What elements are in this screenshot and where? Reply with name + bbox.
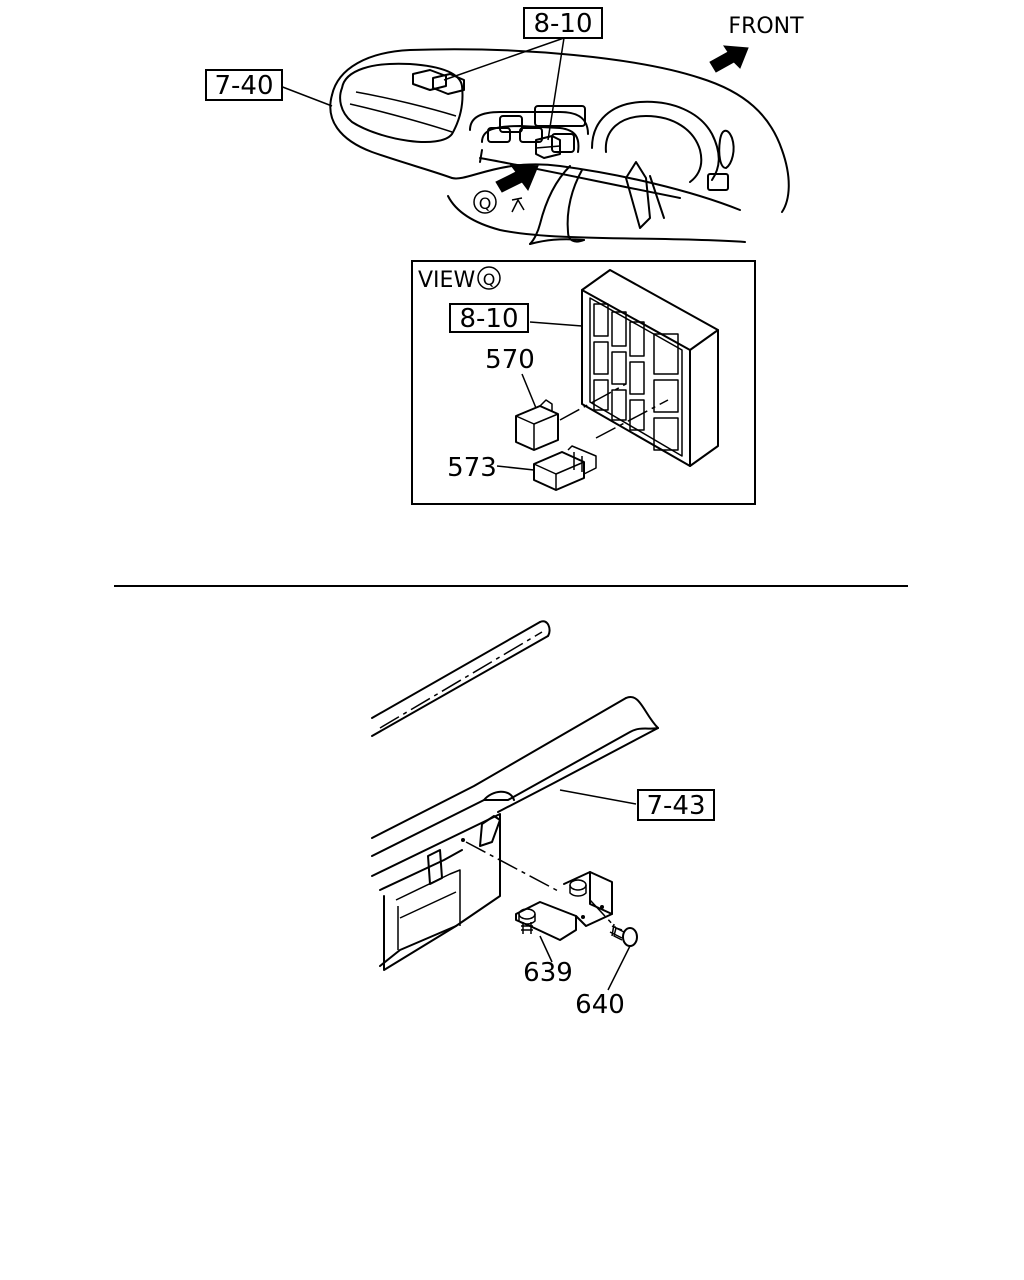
ref-7-43-label: 7-43 [646, 791, 705, 821]
front-label: FRONT [728, 14, 804, 39]
relay-block [581, 269, 719, 467]
front-arrow-icon [709, 45, 749, 73]
part-639-label: 639 [523, 958, 573, 988]
view-q-arrow-icon [495, 163, 539, 193]
part-573-label: 573 [447, 453, 497, 483]
view-marker-label: Q [479, 194, 492, 213]
part-639-bracket [515, 871, 613, 941]
inset-title: VIEW [418, 268, 475, 293]
ref-8-10-box [523, 7, 603, 39]
part-570-relay [515, 399, 559, 451]
ref-7-43-box [637, 789, 715, 821]
ref-7-40-box [205, 69, 283, 101]
ref-7-40-label: 7-40 [214, 71, 273, 101]
inset-view-marker [477, 266, 501, 290]
inset-view-marker-label: Q [483, 270, 496, 289]
part-640-label: 640 [575, 990, 625, 1020]
part-573-relay [533, 445, 597, 491]
part-640-bolt [609, 923, 638, 947]
view-q-inset: VIEW Q [411, 260, 756, 505]
inset-ref-8-10-box [449, 303, 529, 333]
view-q-marker [473, 190, 497, 214]
part-570-label: 570 [485, 345, 535, 375]
ref-8-10-label: 8-10 [533, 9, 592, 39]
inset-ref-8-10-label: 8-10 [459, 304, 518, 334]
cross-member-illustration [371, 620, 659, 991]
dashboard-illustration [279, 37, 790, 245]
